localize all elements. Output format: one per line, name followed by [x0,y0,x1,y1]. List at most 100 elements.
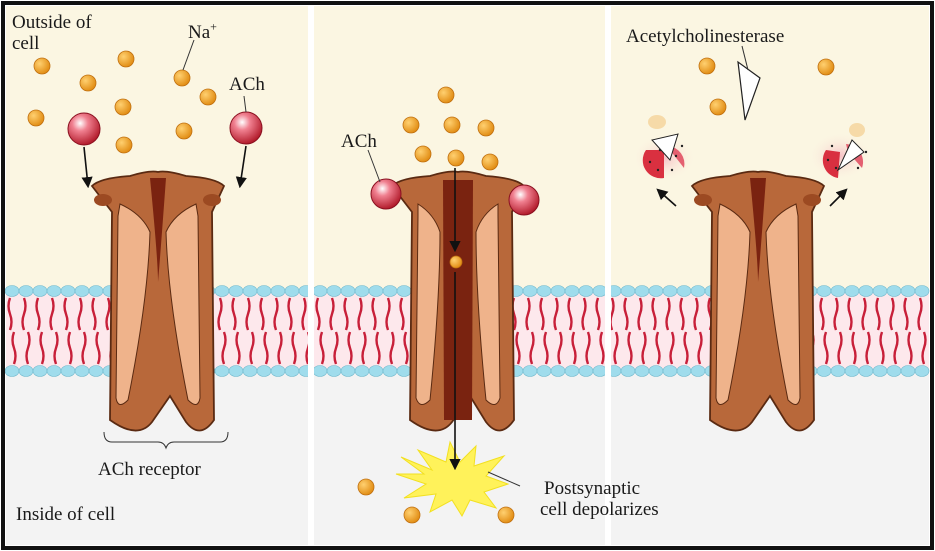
receptor-closed [90,170,226,432]
lipid-head [312,365,328,377]
lipid-tail [39,331,45,365]
sodium-ion [175,122,193,140]
sodium-ion [115,136,133,154]
lipid-tail [67,331,73,365]
lipid-tail [63,297,69,331]
label-outside-line2: cell [12,33,40,54]
lipid-head [872,365,888,377]
lipid-tail [693,297,699,331]
lipid-tail [553,297,559,331]
lipid-tail [231,297,237,331]
lipid-tail [347,331,353,365]
label-postsynaptic-line1: Postsynaptic [544,478,641,499]
lipid-tail [357,297,363,331]
lipid-tail [683,331,689,365]
lipid-head [550,285,566,297]
lipid-head [88,285,104,297]
lipid-tail [641,331,647,365]
panel-divider-left [308,6,314,545]
hydrolysis-right [808,123,872,180]
label-sodium: Na+ [188,21,217,43]
lipid-head [74,285,90,297]
lipid-tail [515,331,521,365]
lipid-tail [889,297,895,331]
lipid-tail [77,297,83,331]
lipid-tail [847,297,853,331]
lipid-tail [525,297,531,331]
sodium-ion [79,74,97,92]
lipid-tail [217,297,223,331]
lipid-head [564,365,580,377]
panel-divider-right [605,6,611,545]
lipid-head [648,365,664,377]
lipid-tail [833,297,839,331]
lipid-head [900,365,916,377]
lipid-tail [221,331,227,365]
lipid-head [368,365,384,377]
lipid-head [270,285,286,297]
lipid-tail [917,297,923,331]
receptor-inner-left [715,203,751,405]
receptor-groove [750,178,766,282]
lipid-head [662,365,678,377]
lipid-tail [665,297,671,331]
lipid-tail [333,331,339,365]
lipid-tail [235,331,241,365]
label-postsynaptic-line2: cell depolarizes [540,499,659,520]
lipid-tail [343,297,349,331]
sodium-ion [27,109,45,127]
lipid-head [228,285,244,297]
lipid-head [844,285,860,297]
receptor-inner-right [165,203,201,405]
lipid-head [326,285,342,297]
lipid-tail [861,297,867,331]
lipid-tail [7,297,13,331]
lipid-head [60,365,76,377]
label-inside-of-cell: Inside of cell [16,504,116,525]
lipid-head [816,285,832,297]
lipid-head [886,365,902,377]
arrows [81,145,848,471]
lipid-tail [245,297,251,331]
sodium-ion [443,116,461,134]
lipid-tail [637,297,643,331]
enzyme-icon [737,60,761,121]
lipid-tail [301,297,307,331]
lipid-tail [893,331,899,365]
lipid-head [634,365,650,377]
label-acetylcholinesterase: Acetylcholinesterase [626,26,785,47]
lipid-tail [371,297,377,331]
lipid-head [858,285,874,297]
lipid-head [830,365,846,377]
lipid-tail [49,297,55,331]
channel-pore [443,180,473,420]
lipid-head [522,365,538,377]
lipid-tail [879,331,885,365]
lipid-tail [277,331,283,365]
sodium-ion [709,98,727,116]
lipid-tail [81,331,87,365]
lipid-head [214,365,230,377]
label-ach-left: ACh [229,74,265,95]
lipid-head [214,285,230,297]
lipid-head [382,285,398,297]
receptor-groove [150,178,166,282]
lipid-head [578,365,594,377]
lipid-head [46,365,62,377]
lipid-head [690,365,706,377]
lipid-tail [557,331,563,365]
lipid-head [74,365,90,377]
lipid-head [900,285,916,297]
receptor-closed-after [690,170,826,432]
lipid-tail [385,297,391,331]
binding-site-right [203,194,221,206]
receptor-inner-right [475,203,501,405]
lipid-tail [623,297,629,331]
lipid-head [242,365,258,377]
lipid-tail [837,331,843,365]
lipid-tail [21,297,27,331]
lipid-head [634,285,650,297]
sodium-ion [357,478,375,496]
lipid-head [382,365,398,377]
